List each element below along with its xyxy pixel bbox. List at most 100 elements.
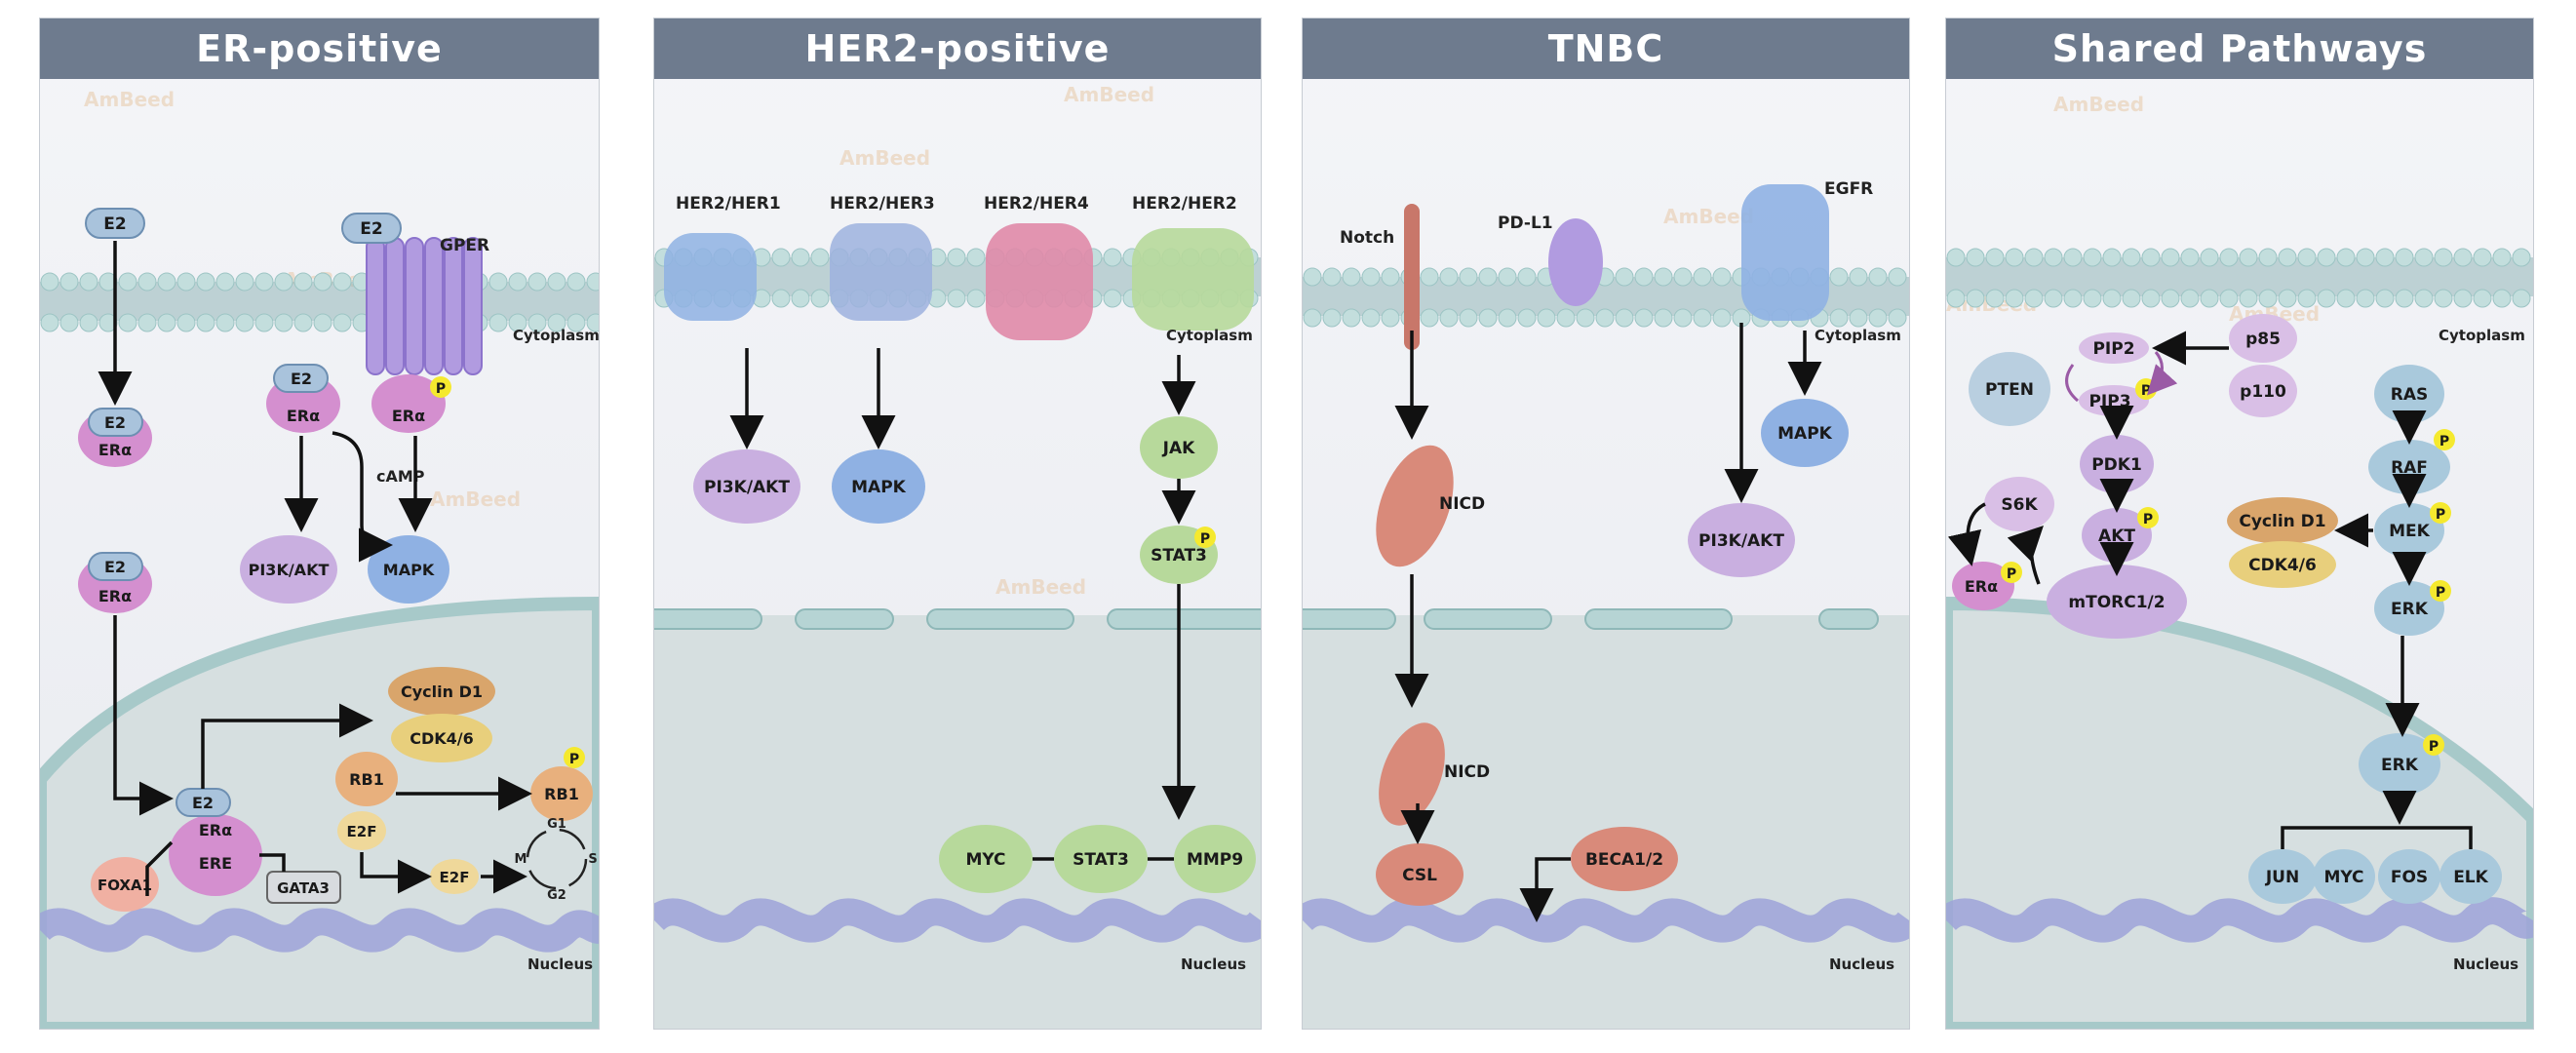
era-phospho: ERα P (371, 374, 451, 433)
svg-text:RB1: RB1 (544, 785, 579, 803)
cell-membrane (1946, 248, 2533, 308)
fos-protein: FOS (2378, 849, 2440, 904)
svg-text:P: P (2439, 434, 2449, 449)
shared-arrows (1947, 331, 2473, 849)
svg-text:P: P (569, 752, 579, 767)
svg-text:E2F: E2F (347, 823, 377, 840)
svg-text:ERα: ERα (98, 587, 132, 605)
svg-text:P: P (2436, 507, 2445, 523)
dna-strand (40, 908, 599, 953)
pi3k-akt-protein: PI3K/AKT (240, 535, 337, 604)
nuclear-envelope (1303, 608, 1879, 630)
svg-text:ERα: ERα (199, 821, 232, 839)
her2-her3-receptor (830, 223, 932, 321)
watermark: AmBeed (2053, 93, 2144, 116)
mtorc-protein: mTORC1/2 (2047, 565, 2187, 639)
myc-protein: MYC (939, 825, 1033, 893)
gper-label: GPER (440, 236, 489, 255)
svg-text:JUN: JUN (2265, 868, 2299, 887)
pi3k-akt-protein: PI3K/AKT (1688, 503, 1795, 577)
her2-her1-label: HER2/HER1 (676, 194, 781, 214)
mmp9-protein: MMP9 (1174, 825, 1256, 893)
svg-text:P: P (1200, 531, 1210, 547)
svg-text:FOS: FOS (2391, 868, 2428, 887)
panel-title: ER-positive (40, 19, 599, 79)
cell-membrane (40, 272, 599, 332)
svg-text:E2: E2 (291, 370, 312, 388)
p110-protein: p110 (2229, 365, 2297, 417)
svg-text:MYC: MYC (2323, 868, 2363, 887)
gata3-protein: GATA3 (266, 871, 341, 904)
svg-text:P: P (2436, 585, 2445, 601)
svg-text:P: P (2141, 383, 2151, 399)
pip2-pill: PIP2 (2079, 332, 2149, 364)
e2-ligand: E2 (341, 213, 402, 244)
svg-text:FOXA1: FOXA1 (98, 877, 152, 894)
cdk46-protein: CDK4/6 (2229, 541, 2336, 588)
svg-text:S6K: S6K (2001, 495, 2038, 515)
cytoplasm-label: Cytoplasm (513, 327, 599, 344)
cytoplasm-label: Cytoplasm (2439, 327, 2525, 344)
svg-text:MMP9: MMP9 (1187, 850, 1243, 870)
dna-strand (654, 898, 1261, 943)
myc-protein: MYC (2313, 849, 2375, 904)
panel-tnbc: AmBeed AmBeed AmBeed AmBeed AmBeed Notch… (1302, 18, 1910, 1030)
svg-text:CDK4/6: CDK4/6 (410, 729, 474, 748)
svg-text:NICD: NICD (1444, 762, 1490, 782)
her2-diagram: AmBeed AmBeed AmBeed AmBeed HER2/HER1 HE… (654, 83, 1261, 1029)
e2-era-complex: E2 ERα (78, 408, 152, 467)
egfr-label: EGFR (1824, 179, 1873, 199)
svg-text:CSL: CSL (1402, 866, 1437, 885)
nicd-protein: NICD (1376, 445, 1485, 567)
svg-text:MAPK: MAPK (1777, 424, 1833, 444)
dna-strand (1303, 898, 1909, 943)
her2-her3-label: HER2/HER3 (830, 194, 935, 214)
pdl1-label: PD-L1 (1498, 214, 1553, 233)
jun-protein: JUN (2248, 849, 2317, 904)
s6k-protein: S6K (1984, 477, 2054, 531)
nucleus-label: Nucleus (2453, 956, 2518, 973)
dna-strand (1946, 897, 2533, 943)
panel-title: HER2-positive (654, 19, 1261, 79)
mapk-protein: MAPK (832, 449, 925, 524)
svg-text:AKT: AKT (2098, 526, 2135, 546)
svg-text:P: P (436, 381, 446, 397)
panel-shared-pathways: AmBeed AmBeed AmBeed AmBeed AmBeed Cytop… (1945, 18, 2534, 1030)
pdl1-receptor (1548, 218, 1603, 306)
tnbc-arrows (1394, 323, 1822, 922)
svg-text:ERα: ERα (392, 407, 425, 425)
cdk46-protein: CDK4/6 (391, 714, 492, 762)
svg-text:JAK: JAK (1162, 439, 1195, 458)
stat3-nuclear-protein: STAT3 (1054, 825, 1148, 893)
mapk-protein: MAPK (1761, 399, 1849, 467)
svg-text:ERα: ERα (98, 441, 132, 459)
svg-text:Cyclin D1: Cyclin D1 (2239, 512, 2325, 531)
svg-text:E2: E2 (104, 558, 126, 576)
svg-text:MAPK: MAPK (851, 478, 907, 497)
svg-text:ERE: ERE (199, 854, 232, 873)
shared-diagram: AmBeed AmBeed AmBeed AmBeed AmBeed Cytop… (1946, 93, 2533, 1029)
notch-label: Notch (1340, 228, 1394, 248)
gper-receptor (366, 237, 483, 375)
svg-text:PI3K/AKT: PI3K/AKT (1698, 531, 1784, 551)
her2-her4-receptor (986, 223, 1093, 340)
svg-text:p85: p85 (2245, 330, 2281, 349)
svg-text:M: M (515, 852, 527, 867)
rb1-phospho: RB1 P (530, 747, 593, 821)
pi3k-akt-protein: PI3K/AKT (693, 449, 800, 524)
svg-text:STAT3: STAT3 (1151, 546, 1207, 566)
nuclear-envelope (654, 608, 1261, 630)
e2-era-complex: E2 ERα (78, 552, 152, 613)
svg-text:Cyclin D1: Cyclin D1 (401, 682, 483, 701)
svg-text:PIP2: PIP2 (2092, 339, 2134, 359)
watermark: AmBeed (430, 488, 521, 511)
watermark: AmBeed (1064, 83, 1154, 106)
er-arrows (98, 241, 532, 896)
svg-text:MYC: MYC (965, 850, 1005, 870)
watermark: AmBeed (1663, 205, 1754, 228)
panel-er-positive: AmBeed AmBeed AmBeed AmBeed Cytoplasm Nu… (39, 18, 600, 1030)
